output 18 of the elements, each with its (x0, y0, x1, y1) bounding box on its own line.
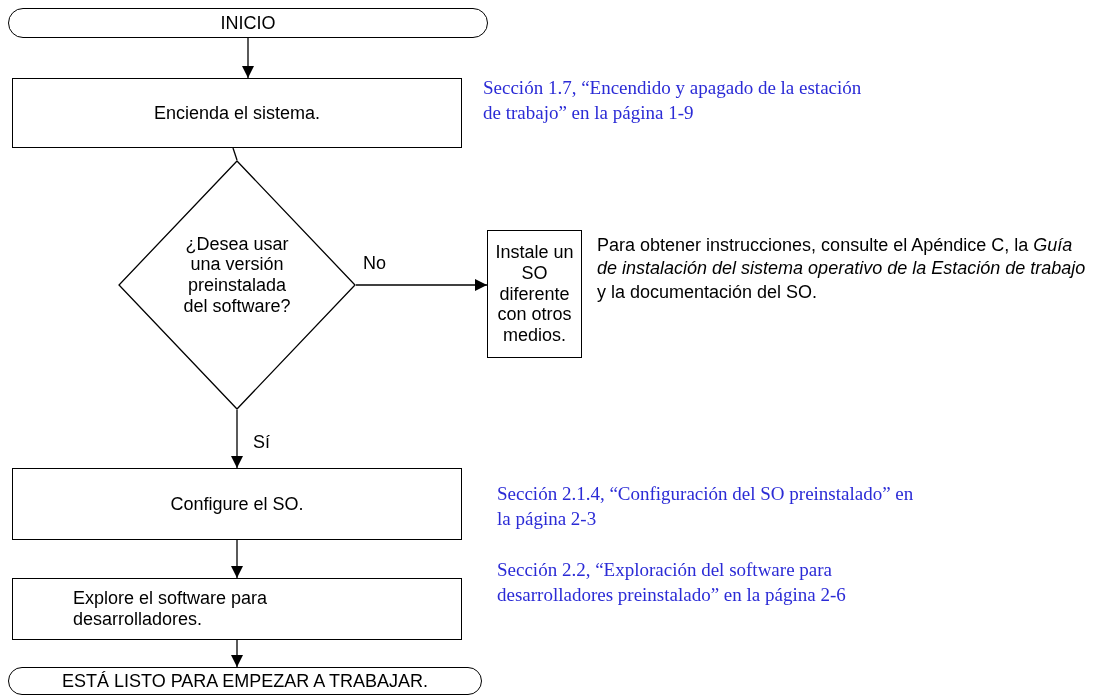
node-text: ESTÁ LISTO PARA EMPEZAR A TRABAJAR. (61, 670, 429, 692)
process-box (12, 468, 462, 540)
terminal-shape (8, 8, 488, 38)
node-text: Explore el software para desarrolladores. (73, 588, 269, 630)
note-text: Para obtener instrucciones, consulte el Apéndice C, la Guía de instalación del sistema operativo de la Estación de trabajo y la documentación del SO. (597, 234, 1087, 304)
reference-link: Sección 1.7, “Encendido y apagado de la estación de trabajo” en la página 1-9 (483, 76, 863, 125)
node-text: INICIO (220, 12, 276, 34)
reference-link: Sección 2.1.4, “Configuración del SO preinstalado” en la página 2-3 (497, 482, 915, 531)
process-box (12, 578, 462, 640)
process-box (487, 230, 582, 358)
reference-link: Sección 2.2, “Exploración del software para desarrolladores preinstalado” en la página 2-6 (497, 558, 847, 607)
node-text: ¿Desea usar una versión preinstalada del software? (182, 233, 292, 317)
terminal-shape (8, 667, 482, 695)
node-text: Configure el SO. (170, 493, 304, 515)
decision-diamond (118, 160, 356, 410)
node-text: Encienda el sistema. (153, 102, 321, 124)
process-box (12, 78, 462, 148)
node-text: Instale un SO diferente con otros medios. (494, 242, 575, 346)
